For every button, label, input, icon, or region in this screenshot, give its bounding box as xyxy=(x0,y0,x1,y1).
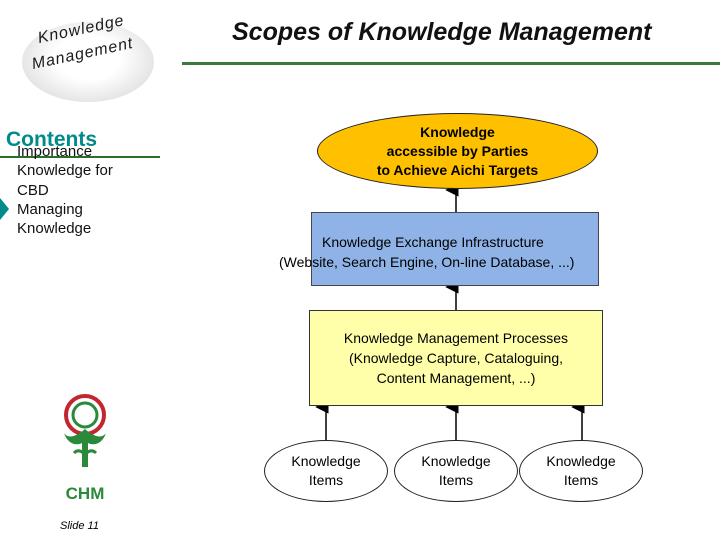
slide-number: Slide 11 xyxy=(60,520,99,532)
infrastructure-title: Knowledge Exchange Infrastructure xyxy=(322,234,544,250)
processes-node-text: Knowledge Management Processes (Knowledg… xyxy=(343,330,569,386)
svg-text:CHM: CHM xyxy=(66,484,105,503)
nav-item-managing[interactable]: Managing xyxy=(17,201,83,218)
processes-node: Knowledge Management Processes (Knowledg… xyxy=(309,310,603,406)
contents-divider xyxy=(0,156,160,158)
knowledge-item-text: Knowledge Items xyxy=(546,453,616,488)
goal-node-text: Knowledge accessible by Parties to Achie… xyxy=(376,123,539,178)
knowledge-item-node-1: Knowledge Items xyxy=(264,440,388,502)
nav-item-cbd[interactable]: CBD xyxy=(17,182,49,199)
nav-item-importance[interactable]: Importance xyxy=(17,143,93,160)
knowledge-item-text: Knowledge Items xyxy=(421,453,491,488)
nav-item-knowledge-for[interactable]: Knowledge for xyxy=(17,162,113,179)
knowledge-item-node-3: Knowledge Items xyxy=(519,440,643,502)
infrastructure-subtitle: (Website, Search Engine, On-line Databas… xyxy=(279,254,575,270)
slide-title: Scopes of Knowledge Management xyxy=(232,18,652,46)
goal-node: Knowledge accessible by Parties to Achie… xyxy=(317,113,598,189)
chm-logo-icon: CHM xyxy=(64,394,106,503)
title-divider xyxy=(182,62,720,65)
contents-heading: Contents xyxy=(6,128,97,151)
nav-item-knowledge[interactable]: Knowledge xyxy=(17,220,92,237)
knowledge-item-text: Knowledge Items xyxy=(291,453,361,488)
brand-badge xyxy=(22,22,154,102)
infrastructure-node xyxy=(311,212,599,286)
current-item-pointer-icon xyxy=(0,198,9,220)
knowledge-item-node-2: Knowledge Items xyxy=(394,440,518,502)
